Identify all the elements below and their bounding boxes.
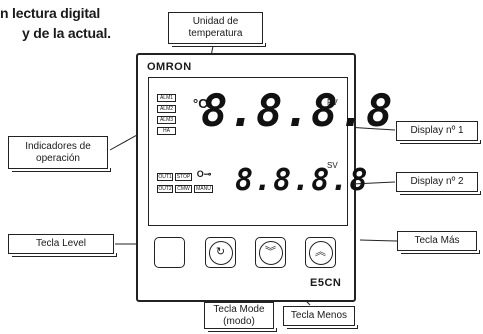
pv-label: PV <box>327 98 338 107</box>
callout-unidad-temperatura: Unidad de temperatura <box>168 12 266 47</box>
sv-display: 8.8.8.8 <box>235 163 369 198</box>
callout-unidad-line-2: temperatura <box>188 28 243 39</box>
sv-label: SV <box>327 161 338 170</box>
up-key[interactable]: ︽ <box>305 237 336 268</box>
lcd-panel: ALM1 ALM2 ALM3 HA OUT1 STOP O⊸ OUT2 CMW … <box>148 77 392 226</box>
callout-unidad-line-1: Unidad de <box>192 16 239 27</box>
key-lock-icon: O⊸ <box>195 170 213 182</box>
callout-indicadores: Indicadores de operación <box>8 136 111 172</box>
indicator-alm3: ALM3 <box>157 116 176 124</box>
callout-tecla-mode: Tecla Mode (modo) <box>204 302 277 332</box>
indicator-ha: HA <box>157 127 176 135</box>
callout-display-2: Display nº 2 <box>396 172 481 195</box>
indicator-alm2: ALM2 <box>157 105 176 113</box>
callout-indicadores-line-2: operación <box>36 152 80 164</box>
indicator-cmw: CMW <box>175 185 192 193</box>
model-label: E5CN <box>310 277 342 289</box>
intro-text-line-2: y de la actual. <box>22 25 111 41</box>
callout-display-1: Display nº 1 <box>396 121 481 144</box>
controller-device: OMRON ALM1 ALM2 ALM3 HA OUT1 STOP O⊸ OUT… <box>136 53 392 302</box>
callout-tecla-mode-line-2: (modo) <box>223 315 255 327</box>
level-key-circle <box>156 239 184 267</box>
down-chevron-icon: ︾ <box>258 240 283 265</box>
indicator-alm1: ALM1 <box>157 94 176 102</box>
callout-tecla-menos: Tecla Menos <box>283 306 358 329</box>
indicator-stop: STOP <box>175 173 192 181</box>
callout-tecla-mode-line-1: Tecla Mode <box>213 303 265 315</box>
callout-indicadores-line-1: Indicadores de <box>25 140 91 152</box>
down-key[interactable]: ︾ <box>255 237 286 268</box>
callout-tecla-level: Tecla Level <box>8 234 117 257</box>
unit-symbol: °C <box>193 96 208 111</box>
callout-tecla-mas: Tecla Más <box>397 231 480 254</box>
pv-display: 8.8.8.8 <box>201 86 394 137</box>
mode-arrow-icon: ↻ <box>208 240 233 265</box>
intro-text-line-1: n lectura digital <box>0 5 101 21</box>
indicator-manu: MANU <box>194 185 213 193</box>
indicator-out1: OUT1 <box>157 173 173 181</box>
mode-key[interactable]: ↻ <box>205 237 236 268</box>
indicator-out2: OUT2 <box>157 185 173 193</box>
level-key[interactable] <box>154 237 185 268</box>
brand-logo: OMRON <box>147 61 192 73</box>
up-chevron-icon: ︽ <box>308 240 333 265</box>
